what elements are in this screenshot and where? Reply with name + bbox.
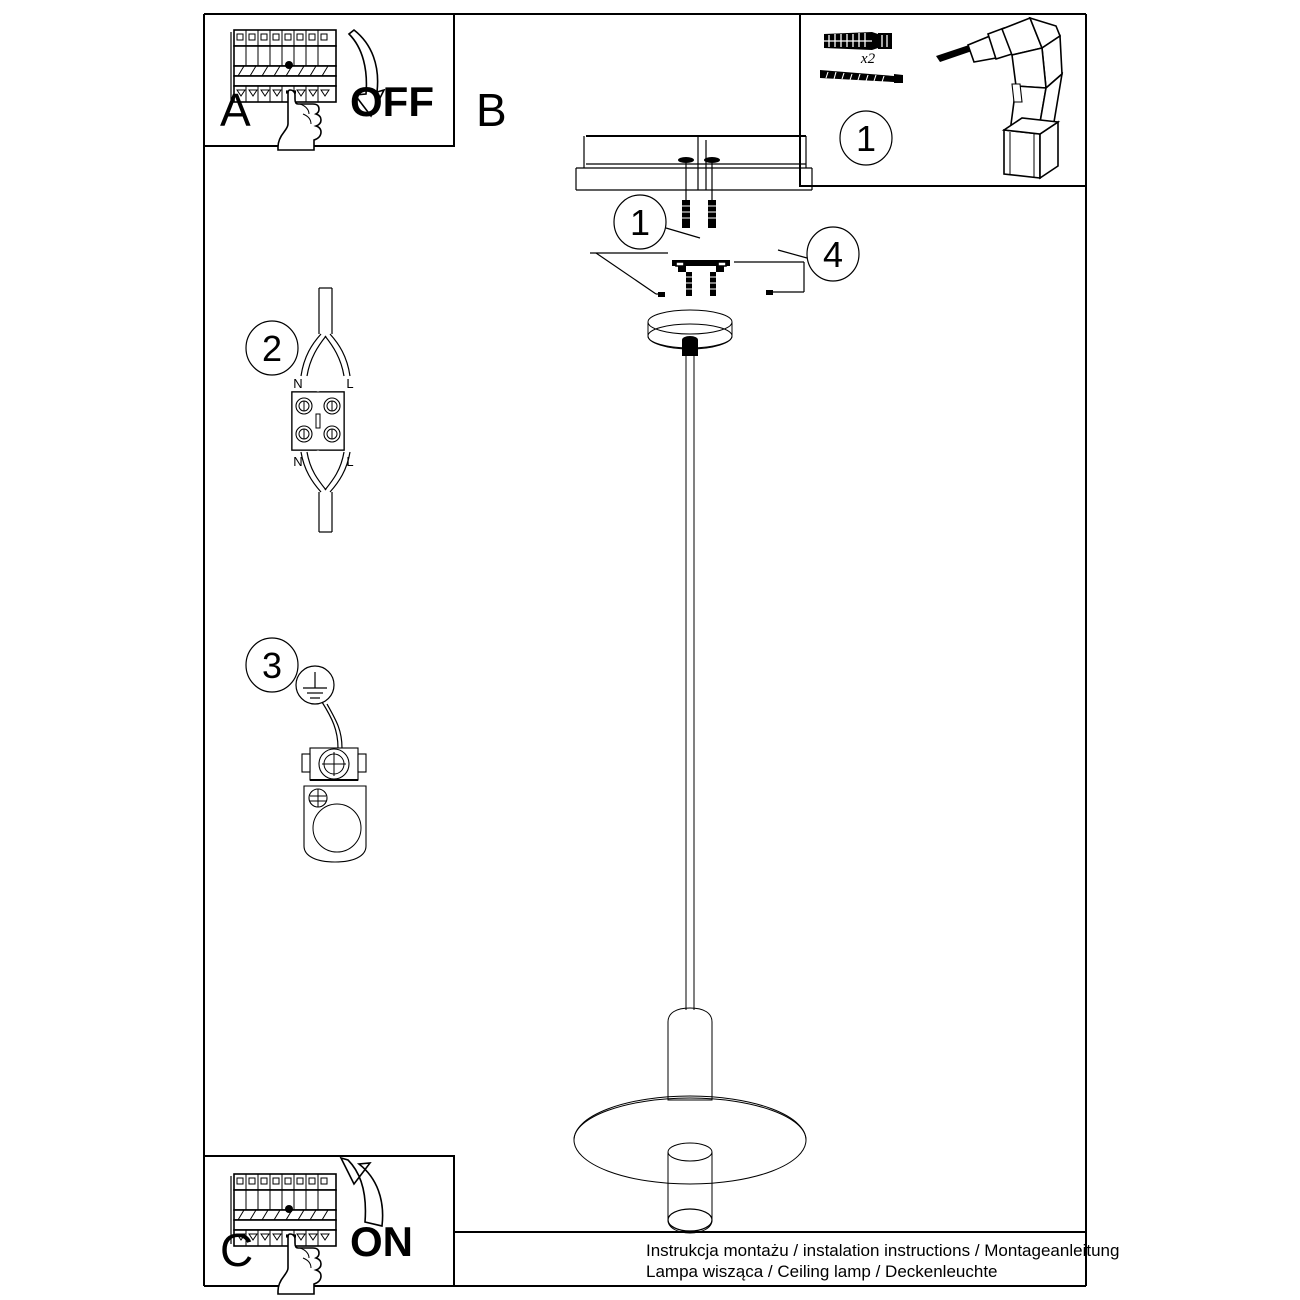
caption-line-2: Lampa wisząca / Ceiling lamp / Deckenleu…: [646, 1262, 998, 1281]
svg-text:2: 2: [262, 328, 282, 369]
ceiling-screws: [678, 157, 720, 228]
screw-icon: [820, 70, 903, 83]
ceiling-canopy: [647, 309, 733, 356]
parts-quantity-label: x2: [860, 51, 876, 67]
power-drill-icon: [936, 16, 1064, 180]
pendant-lamp: [573, 309, 807, 1234]
disc-shade: [573, 1095, 807, 1185]
parts-panel-content: x2: [820, 16, 1064, 180]
callout-ceiling-screws: 1: [613, 194, 701, 250]
panel-c-box: [204, 1155, 455, 1286]
arrow-down-icon-a: [347, 28, 386, 118]
earth-symbol-icon: [295, 665, 335, 705]
panel-parts-box: [799, 14, 1086, 187]
svg-text:1: 1: [856, 118, 876, 159]
earth-terminal-clamp: [301, 747, 367, 863]
terminal-block-icon: [291, 391, 345, 451]
hand-icon-c: [277, 1233, 322, 1295]
ceiling-slab: [575, 135, 813, 191]
callout-step-3: 3: [245, 637, 299, 693]
terminal-top-n-label: N: [293, 376, 302, 391]
earth-wire: [321, 701, 343, 749]
ceiling-assembly: 1: [575, 135, 860, 297]
svg-text:3: 3: [262, 645, 282, 686]
terminal-bottom-l-label: L: [346, 454, 353, 469]
panel-a-box: [204, 13, 455, 147]
fuse-box-icon-a: [230, 29, 337, 103]
lower-cylinder: [667, 1142, 713, 1234]
terminal-bottom-n-label: N: [293, 454, 302, 469]
panel-a-letter: A: [220, 84, 251, 136]
terminal-top-l-label: L: [346, 376, 353, 391]
panel-a-content: A OFF: [220, 28, 434, 151]
callout-mounting-bracket: 4: [777, 226, 860, 282]
hand-icon-a: [277, 89, 322, 151]
fuse-box-icon-c: [230, 1173, 337, 1247]
panel-b-letter: B: [476, 84, 507, 136]
panel-a-state-label: OFF: [350, 78, 434, 125]
panel-c-content: C ON: [220, 1156, 413, 1295]
svg-text:4: 4: [823, 234, 843, 275]
caption-line-1: Instrukcja montażu / instalation instruc…: [646, 1241, 1119, 1260]
panel-c-letter: C: [220, 1224, 253, 1276]
mounting-bracket: [590, 252, 805, 297]
suspension-cable: [685, 352, 695, 1010]
callout-step-2: 2: [245, 320, 299, 376]
step-2-terminal-block: 2 N L: [245, 287, 354, 533]
upper-cable: [300, 287, 351, 377]
panel-c-state-label: ON: [350, 1218, 413, 1265]
upper-cylinder: [667, 1007, 713, 1101]
wall-plug-icon: [824, 32, 892, 50]
callout-parts-kit: 1: [839, 110, 893, 166]
step-3-earth-connection: 3: [245, 637, 367, 863]
lower-cable: [300, 451, 351, 533]
svg-text:1: 1: [630, 202, 650, 243]
arrow-up-icon-c: [339, 1156, 384, 1227]
